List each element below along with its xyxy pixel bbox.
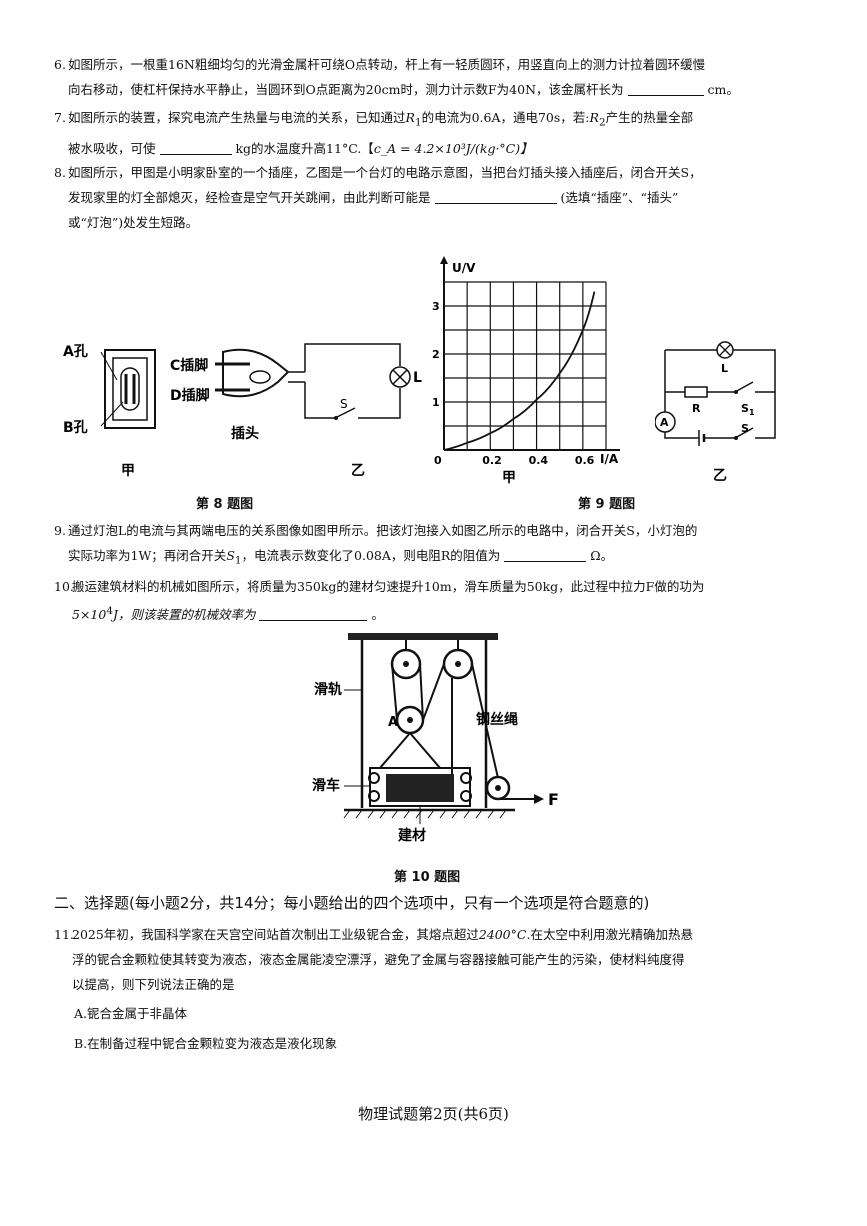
question-8: 8. 如图所示，甲图是小明家卧室的一个插座，乙图是一个台灯的电路示意图，当把台灯…	[54, 160, 814, 235]
option-a[interactable]: A.铌合金属于非晶体	[74, 1006, 188, 1021]
figure-8-caption: 第 8 题图	[196, 497, 254, 512]
figure-8: A孔 B孔 甲 C插脚 D插脚 插头 L S 乙	[63, 343, 422, 479]
question-text: 如图所示的装置，探究电流产生热量与电流的关系，已知通过R1的电流为0.6A，通电…	[68, 110, 694, 156]
label-pin-c: C插脚	[170, 357, 208, 374]
question-number: 11.	[54, 927, 74, 942]
question-text: 搬运建筑材料的机械如图所示，将质量为350kg的建材匀速提升10m，滑车质量为5…	[72, 579, 705, 623]
label-switch: S	[340, 397, 348, 411]
y-tick-label: 3	[432, 300, 440, 313]
x-tick-label: 0.6	[575, 454, 595, 467]
question-7: 7. 如图所示的装置，探究电流产生热量与电流的关系，已知通过R1的电流为0.6A…	[54, 105, 814, 161]
question-number: 6.	[54, 57, 66, 72]
question-9: 9. 通过灯泡L的电流与其两端电压的关系图像如图甲所示。把该灯泡接入如图乙所示的…	[54, 518, 814, 574]
x-tick-label: 0	[434, 454, 442, 467]
label-material: 建材	[398, 827, 426, 844]
figure-9-circuit: L A R S1 S 乙	[655, 341, 776, 484]
socket	[100, 349, 156, 429]
question-text: 2025年初，我国科学家在天宫空间站首次制出工业级铌合金，其熔点超过2400°C…	[72, 927, 693, 992]
figure-10: A F 滑轨 滑车 钢丝绳 建材	[312, 633, 559, 844]
answer-blank[interactable]	[627, 81, 704, 96]
question-10: 10. 搬运建筑材料的机械如图所示，将质量为350kg的建材匀速提升10m，滑车…	[54, 574, 814, 627]
label-ammeter: A	[660, 416, 669, 429]
answer-blank[interactable]	[259, 606, 368, 622]
label-hole-a: A孔	[63, 344, 88, 360]
chart-grid	[443, 281, 607, 451]
figure-10-caption: 第 10 题图	[394, 870, 461, 885]
question-number: 9.	[54, 523, 66, 538]
label-lamp: L	[413, 370, 422, 386]
label-jia: 甲	[121, 463, 135, 479]
plug	[215, 348, 305, 398]
section-2-title: 二、选择题(每小题2分，共14分；每小题给出的四个选项中，只有一个选项是符合题意…	[54, 894, 650, 912]
answer-blank[interactable]	[504, 547, 587, 562]
chart-ylabel: U/V	[452, 261, 476, 275]
y-axis-arrow	[440, 256, 448, 264]
label-pulley-a: A	[388, 715, 398, 730]
chart-axes	[440, 256, 620, 451]
axis-lines	[443, 264, 620, 451]
label-switch: S	[741, 422, 749, 435]
answer-blank[interactable]	[434, 189, 557, 204]
label-rope: 钢丝绳	[476, 711, 518, 728]
label-yi: 乙	[351, 463, 365, 479]
label-force: F	[548, 790, 559, 809]
figure-9-caption: 第 9 题图	[578, 497, 636, 512]
resistor	[684, 386, 708, 398]
x-tick-label: 0.2	[482, 454, 502, 467]
x-tick-label: 0.4	[529, 454, 549, 467]
chart-series-line	[443, 291, 596, 451]
chart-ticks: 1 2 3 0 0.2 0.4 0.6	[432, 300, 595, 467]
question-number: 7.	[54, 110, 66, 125]
label-resistor: R	[692, 402, 701, 415]
chart-xlabel: I/A	[600, 452, 619, 466]
lamp-circuit	[304, 343, 411, 420]
label-switch-s1: S1	[741, 402, 755, 417]
label-lamp: L	[721, 362, 728, 375]
question-11: 11. 2025年初，我国科学家在天宫空间站首次制出工业级铌合金，其熔点超过24…	[54, 922, 814, 997]
answer-blank[interactable]	[159, 140, 232, 155]
label-pin-d: D插脚	[170, 387, 210, 404]
question-text: 如图所示，一根重16N粗细均匀的光滑金属杆可绕O点转动，杆上有一轻质圆环，用竖直…	[68, 57, 739, 97]
question-number: 8.	[54, 165, 66, 180]
label-jia: 甲	[502, 470, 516, 486]
label-plug: 插头	[231, 425, 259, 442]
label-yi: 乙	[713, 468, 727, 484]
label-rail: 滑轨	[314, 681, 342, 698]
y-tick-label: 2	[432, 348, 440, 361]
page-footer: 物理试题第2页(共6页)	[358, 1105, 509, 1123]
cart	[368, 732, 472, 807]
question-text: 通过灯泡L的电流与其两端电压的关系图像如图甲所示。把该灯泡接入如图乙所示的电路中…	[68, 523, 698, 567]
question-text: 如图所示，甲图是小明家卧室的一个插座，乙图是一个台灯的电路示意图，当把台灯插头接…	[68, 165, 702, 230]
question-number: 10.	[54, 579, 74, 594]
figure-9-chart: U/V I/A 1 2 3 0 0.2 0.4 0.6 甲	[432, 256, 620, 486]
y-tick-label: 1	[432, 396, 440, 409]
option-b[interactable]: B.在制备过程中铌合金颗粒变为液态是液化现象	[74, 1036, 338, 1051]
top-beam	[348, 633, 498, 640]
question-6: 6. 如图所示，一根重16N粗细均匀的光滑金属杆可绕O点转动，杆上有一轻质圆环，…	[54, 52, 814, 102]
label-hole-b: B孔	[63, 420, 88, 436]
label-cart: 滑车	[312, 777, 340, 794]
